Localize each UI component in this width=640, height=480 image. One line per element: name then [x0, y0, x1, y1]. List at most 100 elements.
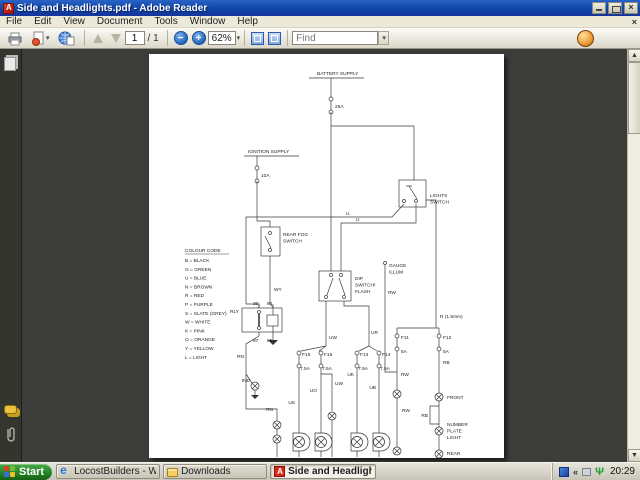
number-plate-lamp	[434, 426, 444, 436]
find-input[interactable]: Find	[292, 31, 379, 45]
diagram-label: UR	[371, 330, 378, 336]
chevron-down-icon[interactable]	[237, 34, 241, 42]
scroll-down-icon[interactable]	[628, 449, 640, 462]
diagram-label: F11	[401, 335, 409, 341]
diagram-label: 85	[267, 338, 273, 344]
attachments-tab-icon[interactable]	[4, 426, 18, 444]
diagram-label: IGNITION SUPPLY	[248, 149, 290, 155]
fuse-25a	[328, 96, 334, 115]
colour-code-entry: P = PURPLE	[185, 302, 213, 308]
clock: 20:29	[609, 466, 635, 477]
colour-code-entry: W = WHITE	[185, 320, 210, 326]
front-sidelight-lamp	[434, 392, 444, 402]
menu-item-file[interactable]: File	[6, 15, 23, 27]
pages-tab-icon[interactable]	[4, 57, 16, 71]
zoom-level-select[interactable]: 62%	[207, 31, 236, 45]
menu-item-window[interactable]: Window	[189, 15, 226, 27]
scrollbar-thumb[interactable]	[628, 62, 640, 134]
diagram-label: SWITCH/	[355, 283, 376, 289]
colour-code-entry: G = GREEN	[185, 267, 212, 273]
diagram-label: U	[346, 211, 350, 217]
tray-display-icon[interactable]	[582, 467, 592, 476]
next-page-icon[interactable]	[110, 33, 121, 43]
task-label: Downloads	[181, 466, 231, 477]
fuse-f11	[394, 333, 400, 352]
tray-network-icon[interactable]	[595, 467, 604, 477]
diagram-label: RLY	[230, 309, 240, 315]
previous-page-icon[interactable]	[92, 33, 103, 43]
diagram-label: F14	[382, 352, 391, 358]
scroll-up-icon[interactable]	[628, 49, 640, 62]
start-button[interactable]: Start	[0, 463, 53, 480]
diagram-label: LIGHT	[447, 435, 461, 441]
colour-code-entry: B = BLACK	[185, 258, 210, 264]
menu-item-help[interactable]: Help	[237, 15, 258, 27]
taskbar-task[interactable]: Downloads	[163, 464, 268, 479]
create-pdf-online-button[interactable]	[55, 30, 78, 47]
diagram-label: 86	[267, 301, 273, 307]
diagram-label: 10A	[261, 173, 270, 179]
diagram-label: UK	[347, 372, 354, 378]
tray-collapse-chevron-icon[interactable]: «	[573, 466, 579, 477]
page-count-label: / 1	[147, 32, 159, 44]
menu-item-edit[interactable]: Edit	[34, 15, 52, 27]
diagram-label: RN	[266, 407, 273, 413]
find-options-button[interactable]	[378, 31, 390, 45]
diagram-label: R (1.5mm)	[440, 314, 463, 320]
diagram-label: UB	[369, 385, 376, 391]
fuse-f14	[376, 350, 382, 369]
fit-width-button[interactable]	[251, 31, 265, 45]
windows-flag-icon	[4, 466, 16, 477]
fuse-10a	[254, 165, 260, 184]
diagram-label: UO	[310, 388, 317, 394]
print-button[interactable]	[4, 30, 26, 47]
diagram-label: US	[288, 400, 295, 406]
menu-item-view[interactable]: View	[63, 15, 85, 27]
colour-code-entry: K = PINK	[185, 328, 206, 334]
comments-tab-icon[interactable]	[4, 405, 17, 414]
zoom-in-button[interactable]	[191, 31, 206, 45]
diagram-label: SWITCH	[283, 239, 302, 245]
vertical-scrollbar[interactable]	[627, 49, 640, 462]
panel-lamp	[392, 446, 402, 456]
adobe-online-services-icon[interactable]	[577, 30, 594, 47]
menu-bar-items: File Edit View Document Tools Window Help	[0, 16, 264, 28]
fit-page-button[interactable]	[268, 31, 282, 45]
colour-code-entry: N = BROWN	[185, 284, 213, 290]
close-button[interactable]	[624, 2, 638, 14]
folder-icon	[167, 468, 179, 477]
restore-button[interactable]	[608, 2, 622, 14]
email-button[interactable]	[28, 30, 53, 47]
tray-app-icon[interactable]	[559, 466, 570, 477]
diagram-label: F16	[324, 352, 333, 358]
document-close-icon[interactable]	[632, 17, 637, 27]
rear-sidelight-lamp	[434, 449, 444, 459]
diagram-label: 7.5A	[322, 366, 333, 372]
minimize-button[interactable]	[592, 2, 606, 14]
colour-code-entry: Y = YELLOW	[185, 346, 214, 352]
zoom-out-button[interactable]	[173, 31, 188, 45]
diagram-label: RB	[443, 360, 450, 366]
diagram-label: FRONT	[447, 395, 464, 401]
diagram-label: RW	[401, 372, 409, 378]
email-icon	[32, 31, 44, 46]
panel-lamp	[392, 389, 402, 399]
headlamp	[292, 432, 311, 452]
taskbar-task[interactable]: LocostBuilders - Window...	[56, 464, 161, 479]
fog-lamp	[272, 420, 282, 430]
toolbar-separator	[244, 30, 246, 46]
menu-item-document[interactable]: Document	[96, 15, 143, 27]
task-label: LocostBuilders - Window...	[74, 466, 156, 477]
task-label: Side and Headlights.p...	[288, 466, 372, 477]
menu-item-tools[interactable]: Tools	[154, 15, 178, 27]
headlamp	[314, 432, 333, 452]
page-number-input[interactable]	[124, 31, 145, 45]
taskbar-task[interactable]: Side and Headlights.p...	[270, 464, 377, 479]
menu-bar: File Edit View Document Tools Window Help	[0, 16, 640, 28]
window-title: Side and Headlights.pdf - Adobe Reader	[17, 2, 208, 14]
